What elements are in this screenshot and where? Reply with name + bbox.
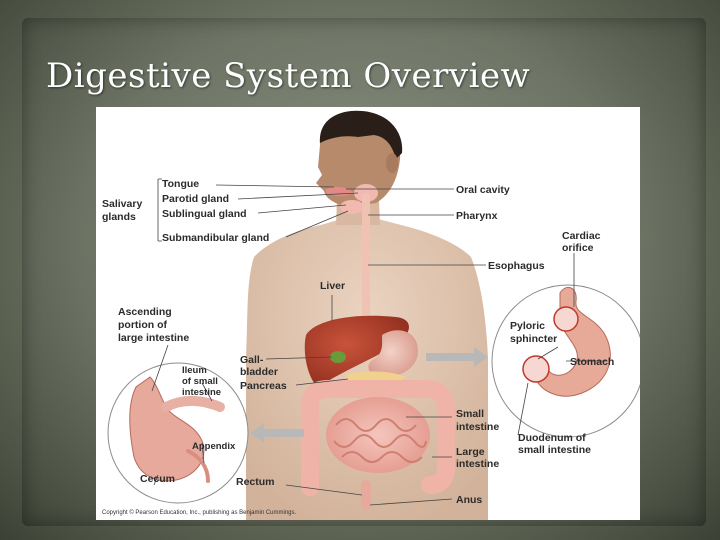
ileum-label: Ileum of small intestine	[182, 365, 221, 398]
pyloric-sphincter-line2: sphincter	[510, 333, 557, 345]
pyloric-sphincter-marker	[522, 355, 550, 383]
stomach-shape	[368, 330, 418, 378]
pharynx-label: Pharynx	[456, 210, 498, 222]
large-intestine-line2: intestine	[456, 458, 499, 470]
hair	[319, 110, 403, 159]
submandibular-gland-label: Submandibular gland	[162, 232, 269, 244]
small-intestine-coils	[333, 418, 427, 463]
copyright-notice: Copyright © Pearson Education, Inc., pub…	[102, 509, 297, 516]
ascending-colon-line3: large intestine	[118, 332, 189, 344]
salivary-glands-label: Salivary glands	[102, 198, 145, 223]
oral-cavity-label: Oral cavity	[456, 184, 510, 196]
rectum-label: Rectum	[236, 476, 275, 488]
small-intestine-line2: intestine	[456, 421, 499, 433]
inset-arrow-right	[426, 347, 488, 367]
salivary-glands-line2: glands	[102, 211, 136, 223]
large-intestine-label: Large intestine	[456, 446, 499, 470]
ear-icon	[386, 153, 398, 173]
sublingual-gland-label: Sublingual gland	[162, 208, 247, 220]
cecum-label: Cecum	[140, 473, 175, 485]
ascending-colon-line2: portion of	[118, 319, 167, 331]
small-intestine-line1: Small	[456, 408, 484, 420]
digestive-system-illustration: Salivary glands Tongue Parotid gland Sub…	[96, 107, 640, 520]
liver-shape	[304, 315, 409, 387]
cardiac-orifice-line2: orifice	[562, 242, 594, 254]
cardiac-orifice-label: Cardiac orifice	[562, 230, 603, 254]
esophagus-label: Esophagus	[488, 260, 545, 272]
gallbladder-label: Gall- bladder	[240, 354, 278, 378]
duodenum-label: Duodenum of small intestine	[518, 432, 591, 456]
anatomy-diagram: Salivary glands Tongue Parotid gland Sub…	[102, 110, 640, 520]
large-intestine-shape	[301, 380, 455, 496]
gallbladder-line1: Gall-	[240, 354, 264, 366]
small-intestine-label: Small intestine	[456, 408, 499, 433]
liver-label: Liver	[320, 280, 345, 292]
appendix-label: Appendix	[192, 441, 236, 452]
large-intestine-line1: Large	[456, 446, 485, 458]
ileum-inset-tube	[161, 396, 225, 412]
anus-label: Anus	[456, 494, 482, 506]
slide-title: Digestive System Overview	[46, 56, 531, 96]
stomach-inset-organ	[532, 286, 611, 397]
duodenum-line2: small intestine	[518, 444, 591, 456]
duodenum-line1: Duodenum of	[518, 432, 586, 444]
tongue-label: Tongue	[162, 178, 199, 190]
cardiac-orifice-marker	[553, 306, 579, 332]
pyloric-sphincter-label: Pyloric sphincter	[510, 320, 557, 345]
inset-arrow-left	[250, 423, 304, 443]
ileum-line3: intestine	[182, 387, 221, 398]
salivary-glands-line1: Salivary	[102, 198, 142, 210]
parotid-gland-label: Parotid gland	[162, 193, 229, 205]
cardiac-orifice-line1: Cardiac	[562, 230, 601, 242]
ascending-colon-line1: Ascending	[118, 306, 172, 318]
submandibular-gland-shape	[340, 200, 364, 214]
stomach-label: Stomach	[570, 356, 614, 368]
ileum-line2: of small	[182, 376, 218, 387]
gallbladder-line2: bladder	[240, 366, 278, 378]
ascending-colon-label: Ascending portion of large intestine	[118, 306, 189, 344]
gallbladder-shape	[330, 351, 346, 363]
appendix-shape	[186, 449, 210, 483]
pancreas-label: Pancreas	[240, 380, 287, 392]
small-intestine-shape	[326, 397, 430, 473]
pyloric-sphincter-line1: Pyloric	[510, 320, 545, 332]
ileum-line1: Ileum	[182, 365, 207, 376]
